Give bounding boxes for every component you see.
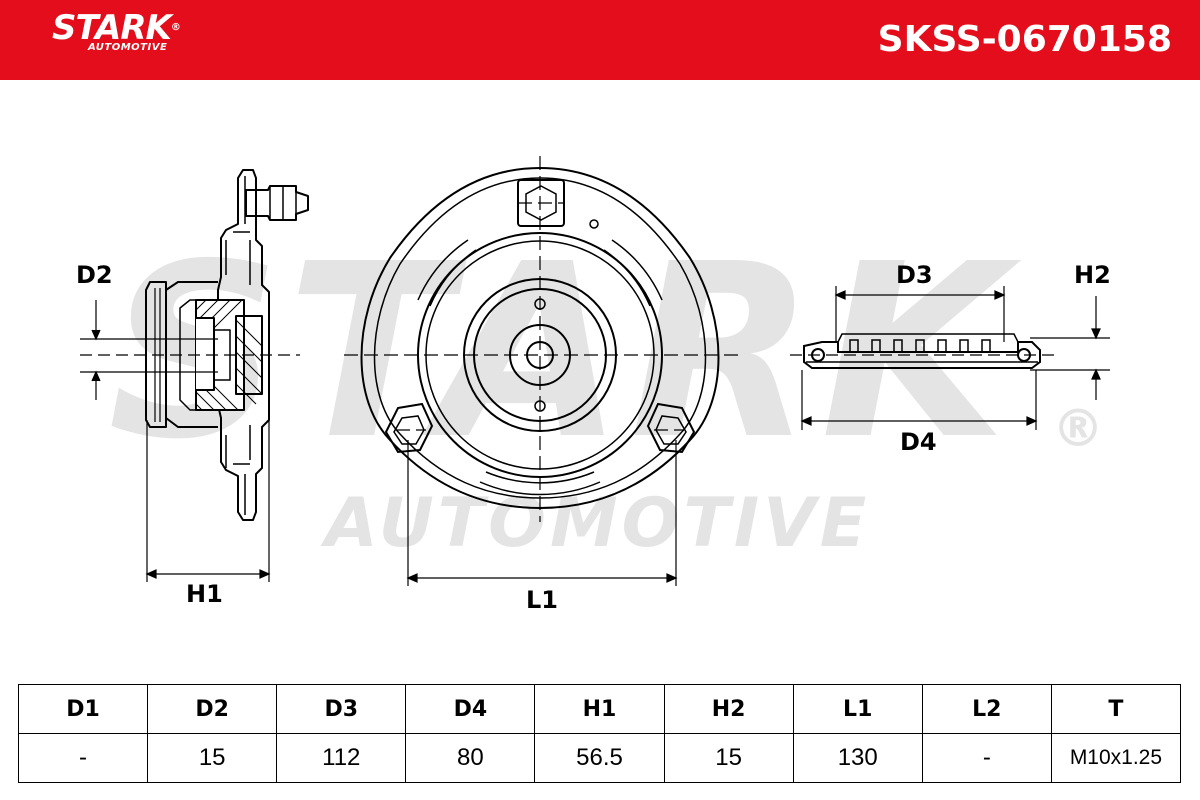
label-d2: D2 [76, 261, 113, 289]
spec-header-l1: L1 [792, 684, 923, 734]
spec-header-h1: H1 [534, 684, 665, 734]
logo-registered: ® [170, 22, 181, 33]
spec-value-t: M10x1.25 [1050, 733, 1182, 783]
h1-dimension [145, 420, 271, 582]
spec-header-d1: D1 [17, 684, 149, 734]
stark-logo: STARK® AUTOMOTIVE [52, 8, 181, 53]
spec-value-h2: 15 [663, 733, 794, 783]
spec-header-l2: L2 [921, 684, 1052, 734]
spec-value-d2: 15 [147, 733, 278, 783]
spec-header-d3: D3 [276, 684, 407, 734]
top-view-centerlines [344, 156, 744, 522]
technical-drawing: STARK AUTOMOTIVE ® [76, 156, 1111, 614]
l1-dimension [406, 440, 678, 586]
spec-value-d4: 80 [405, 733, 536, 783]
spec-value-l2: - [921, 733, 1052, 783]
spec-header-t: T [1050, 684, 1182, 734]
d4-dimension [800, 370, 1038, 430]
header-bar: STARK® AUTOMOTIVE SKSS-0670158 [0, 0, 1200, 80]
watermark: STARK AUTOMOTIVE ® [108, 212, 1104, 563]
spec-value-row: - 15 112 80 56.5 15 130 - M10x1.25 [17, 733, 1182, 783]
spec-value-d1: - [17, 733, 149, 783]
logo-brand: STARK [52, 8, 172, 48]
spec-value-l1: 130 [792, 733, 923, 783]
label-d4: D4 [900, 428, 937, 456]
bearing-view [803, 333, 1041, 369]
spec-value-h1: 56.5 [534, 733, 665, 783]
spec-header-d4: D4 [405, 684, 536, 734]
spec-header-row: D1 D2 D3 D4 H1 H2 L1 L2 T [17, 684, 1182, 734]
spec-table: D1 D2 D3 D4 H1 H2 L1 L2 T - 15 112 80 56… [17, 684, 1182, 783]
spec-header-d2: D2 [147, 684, 278, 734]
d3-dimension [834, 286, 1006, 342]
h2-dimension [1030, 296, 1110, 400]
d2-dimension [80, 300, 218, 400]
label-h1: H1 [186, 580, 223, 608]
label-d3: D3 [896, 261, 933, 289]
watermark-registered: ® [1052, 399, 1104, 459]
spec-value-d3: 112 [276, 733, 407, 783]
watermark-sub: AUTOMOTIVE [320, 484, 870, 563]
label-h2: H2 [1074, 261, 1111, 289]
part-number: SKSS-0670158 [877, 19, 1172, 60]
logo-subtitle: AUTOMOTIVE [88, 42, 168, 53]
spec-header-h2: H2 [663, 684, 794, 734]
label-l1: L1 [526, 586, 558, 614]
